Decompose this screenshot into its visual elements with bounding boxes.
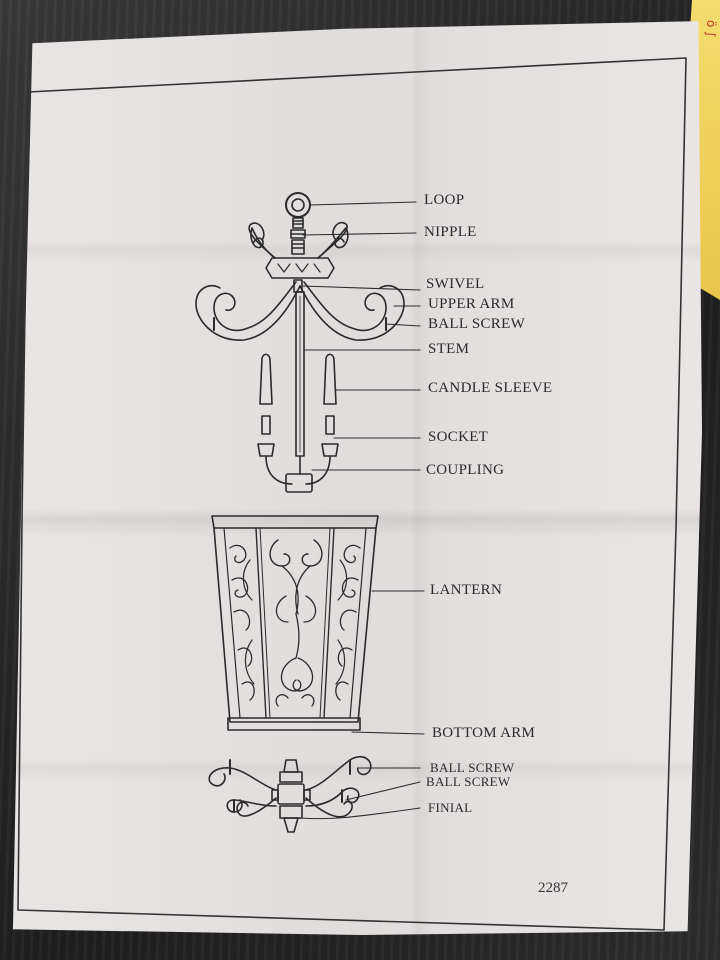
sheet-border (17, 57, 687, 931)
nipple-part (290, 217, 306, 255)
top-curl-left (250, 227, 276, 259)
label-finial: FINIAL (428, 800, 473, 815)
candle-sleeve-right (323, 353, 337, 435)
bottom-arm-left (208, 759, 277, 817)
upper-arm-right (299, 281, 405, 341)
loop-part (285, 192, 311, 218)
label-coupling: COUPLING (426, 462, 505, 478)
label-upper-arm: UPPER ARM (428, 296, 515, 312)
socket-cups (257, 443, 339, 485)
stem-part (295, 291, 305, 457)
sticky-note-text: ö ∫ (704, 20, 718, 38)
leader-lines (299, 201, 425, 820)
label-lantern: LANTERN (430, 582, 503, 598)
upper-arm-left (195, 281, 301, 341)
bottom-arm-right (305, 755, 372, 818)
label-ball-screw-lower-1: BALL SCREW (430, 760, 515, 775)
label-bottom-arm: BOTTOM ARM (432, 725, 536, 741)
label-loop: LOOP (424, 192, 465, 208)
page-number: 2287 (538, 880, 568, 896)
label-swivel: SWIVEL (426, 276, 485, 292)
candle-sleeve-left (259, 353, 273, 435)
label-ball-screw-upper: BALL SCREW (428, 316, 526, 332)
label-nipple: NIPPLE (424, 224, 477, 240)
label-stem: STEM (428, 341, 470, 357)
lantern-part (211, 515, 379, 731)
label-socket: SOCKET (428, 429, 489, 445)
finial-part (271, 759, 311, 833)
label-candle-sleeve: CANDLE SLEEVE (428, 380, 553, 396)
coupling-part (285, 473, 313, 493)
label-ball-screw-lower-2: BALL SCREW (426, 774, 511, 789)
